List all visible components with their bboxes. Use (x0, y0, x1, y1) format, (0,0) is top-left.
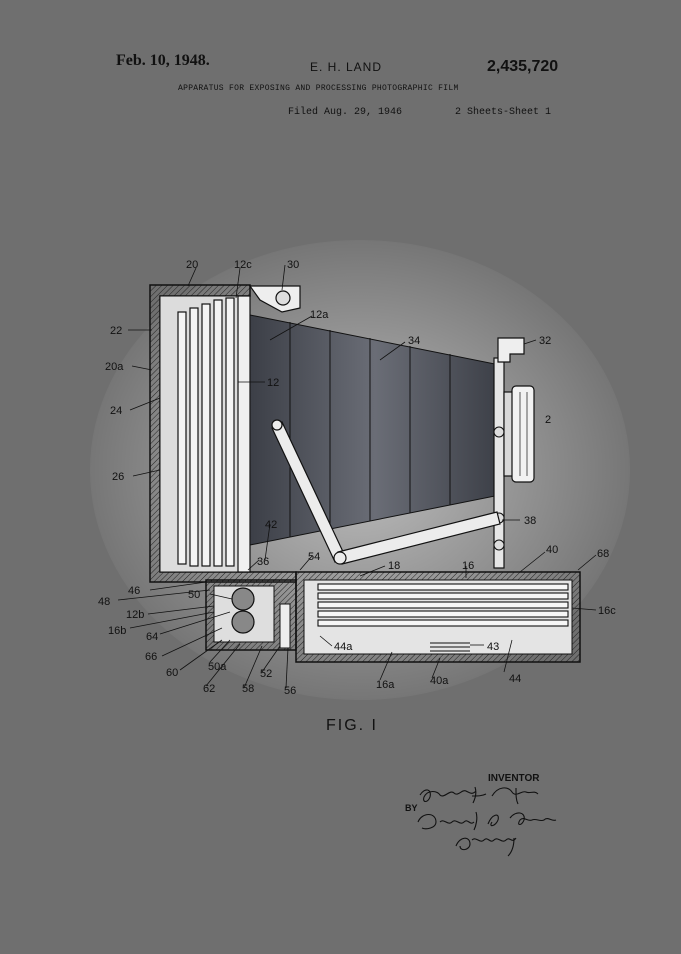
reference-label-48: 48 (98, 596, 110, 608)
reference-label-52: 52 (260, 668, 272, 680)
sheet-number: 2 Sheets-Sheet 1 (455, 107, 552, 118)
hinge-bracket (248, 285, 301, 313)
reference-label-68: 68 (597, 548, 609, 560)
reference-label-64: 64 (146, 631, 158, 643)
reference-label-20: 20 (186, 259, 198, 271)
reference-label-12: 12 (267, 377, 279, 389)
figure-caption: FIG. I (326, 717, 378, 734)
inventor-label: INVENTOR (488, 773, 540, 784)
patent-date: Feb. 10, 1948. (116, 52, 210, 69)
reference-label-20a: 20a (105, 361, 124, 373)
leader-lines (117, 264, 597, 689)
reference-label-34: 34 (408, 335, 420, 347)
reference-label-2: 2 (545, 414, 551, 426)
reference-label-40: 40 (546, 544, 558, 556)
reference-label-50: 50 (188, 589, 200, 601)
reference-label-16b: 16b (108, 625, 126, 637)
lens-assembly (503, 385, 535, 483)
reference-label-16a: 16a (376, 679, 395, 691)
support-struts (271, 419, 501, 565)
inventor-signature (419, 786, 539, 805)
reference-labels: 20 12c 30 22 12a 34 32 20a 24 12 2 26 38 40 68 42 36 54 18… (98, 259, 616, 697)
reference-label-60: 60 (166, 667, 178, 679)
reference-label-12b: 12b (126, 609, 144, 621)
reference-label-12c: 12c (234, 259, 252, 271)
reference-label-46: 46 (128, 585, 140, 597)
inventor-name: E. H. LAND (310, 60, 383, 74)
reference-label-18: 18 (388, 560, 400, 572)
reference-label-38: 38 (524, 515, 536, 527)
reference-label-36: 36 (257, 556, 269, 568)
reference-label-16: 16 (462, 560, 474, 572)
reference-label-50a: 50a (208, 661, 227, 673)
reference-label-58: 58 (242, 683, 254, 695)
reference-label-42: 42 (265, 519, 277, 531)
reference-label-26: 26 (112, 471, 124, 483)
reference-label-62: 62 (203, 683, 215, 695)
reference-label-24: 24 (110, 405, 122, 417)
reference-label-12a: 12a (310, 309, 329, 321)
filed-date: Filed Aug. 29, 1946 (288, 107, 403, 118)
roller-housing (205, 579, 297, 651)
processing-compartment (295, 571, 581, 663)
reference-label-54: 54 (308, 551, 320, 563)
reference-label-22: 22 (110, 325, 122, 337)
reference-label-30: 30 (287, 259, 299, 271)
film-pack-sheets (177, 297, 235, 567)
attorney-signature (417, 811, 557, 857)
reference-label-43: 43 (487, 641, 499, 653)
reference-label-16c: 16c (598, 605, 616, 617)
reference-label-66: 66 (145, 651, 157, 663)
reference-label-44a: 44a (334, 641, 353, 653)
pressure-plate (237, 295, 251, 573)
patent-title: APPARATUS FOR EXPOSING AND PROCESSING PH… (178, 84, 459, 93)
by-label: BY (405, 803, 418, 813)
reference-label-32: 32 (539, 335, 551, 347)
reference-label-40a: 40a (430, 675, 449, 687)
patent-number: 2,435,720 (487, 58, 559, 75)
reference-label-56: 56 (284, 685, 296, 697)
reference-label-44: 44 (509, 673, 521, 685)
